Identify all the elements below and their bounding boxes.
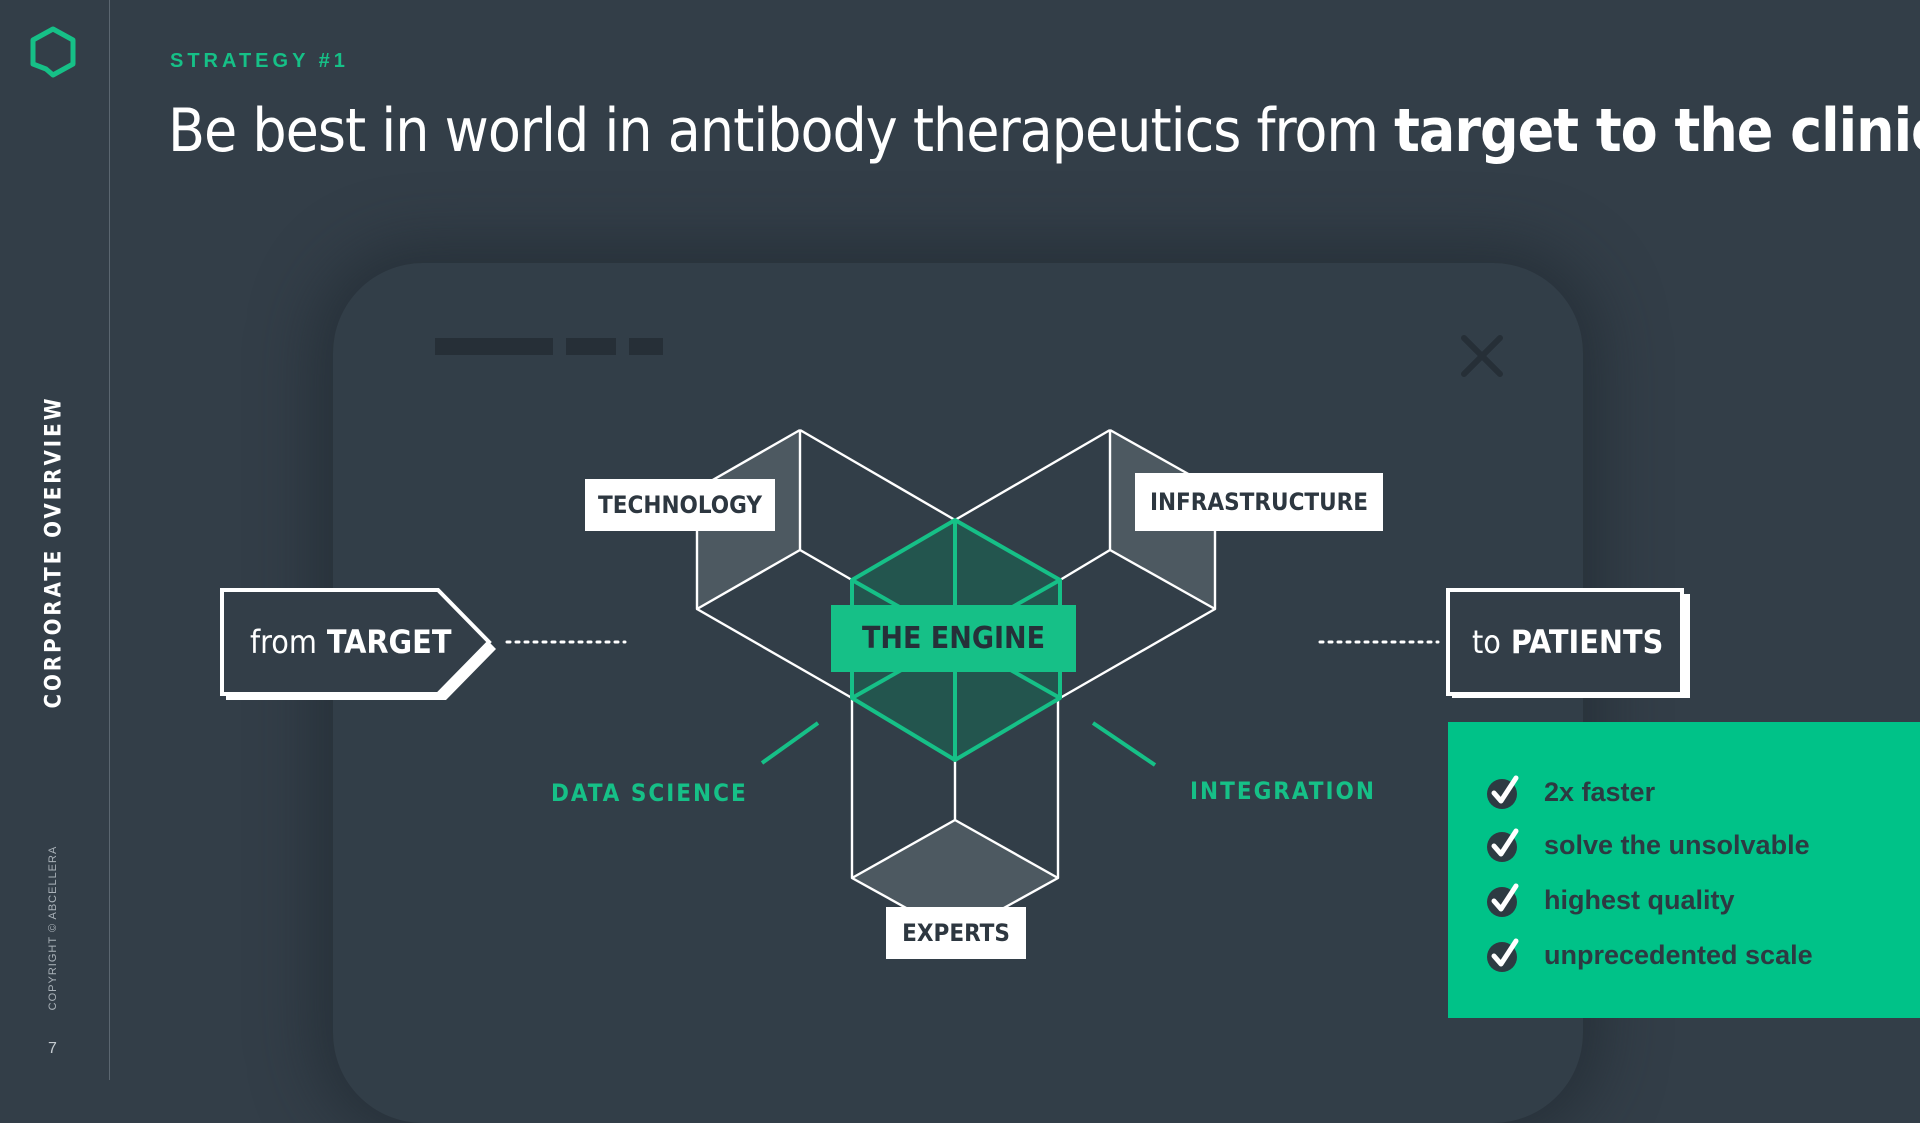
sidebar-title: CORPORATE OVERVIEW — [41, 395, 67, 709]
to-prefix: to — [1472, 623, 1501, 661]
copyright-text: COPYRIGHT © ABCELLERA — [47, 845, 59, 1011]
benefit-text: solve the unsolvable — [1544, 829, 1810, 860]
technology-label: TECHNOLOGY — [585, 479, 775, 531]
check-icon — [1487, 938, 1519, 972]
check-icon — [1487, 883, 1519, 917]
device-window — [333, 263, 1583, 1123]
experts-label: EXPERTS — [886, 907, 1026, 959]
window-title-bar-short — [629, 338, 663, 355]
page-number: 7 — [48, 1040, 57, 1057]
infrastructure-label: INFRASTRUCTURE — [1135, 473, 1383, 531]
sidebar: CORPORATE OVERVIEW COPYRIGHT © ABCELLERA… — [0, 0, 110, 1080]
window-title-bar-mid — [566, 338, 616, 355]
section-eyebrow: STRATEGY #1 — [170, 50, 349, 72]
benefit-item: solve the unsolvable — [1486, 827, 1810, 863]
benefit-text: unprecedented scale — [1544, 939, 1813, 970]
data-science-label: DATA SCIENCE — [551, 779, 748, 807]
page-title: Be best in world in antibody therapeutic… — [168, 96, 1920, 166]
integration-label: INTEGRATION — [1190, 777, 1376, 805]
headline-bold: target to the clinic — [1394, 96, 1920, 166]
benefit-item: highest quality — [1486, 882, 1735, 918]
benefit-text: 2x faster — [1544, 776, 1656, 807]
check-icon — [1487, 828, 1519, 862]
from-bold: TARGET — [326, 623, 452, 661]
window-title-bar-long — [435, 338, 553, 355]
engine-label: THE ENGINE — [831, 605, 1076, 672]
benefit-item: 2x faster — [1486, 774, 1655, 810]
headline-regular: Be best in world in antibody therapeutic… — [168, 96, 1395, 166]
from-prefix: from — [250, 623, 317, 661]
benefits-panel: 2x faster solve the unsolvable highest q… — [1448, 722, 1920, 1018]
benefit-item: unprecedented scale — [1486, 937, 1813, 973]
close-icon[interactable] — [1458, 332, 1506, 380]
hexagon-logo-icon — [30, 26, 76, 78]
to-bold: PATIENTS — [1510, 623, 1664, 661]
benefit-text: highest quality — [1544, 884, 1735, 915]
check-icon — [1487, 775, 1519, 809]
